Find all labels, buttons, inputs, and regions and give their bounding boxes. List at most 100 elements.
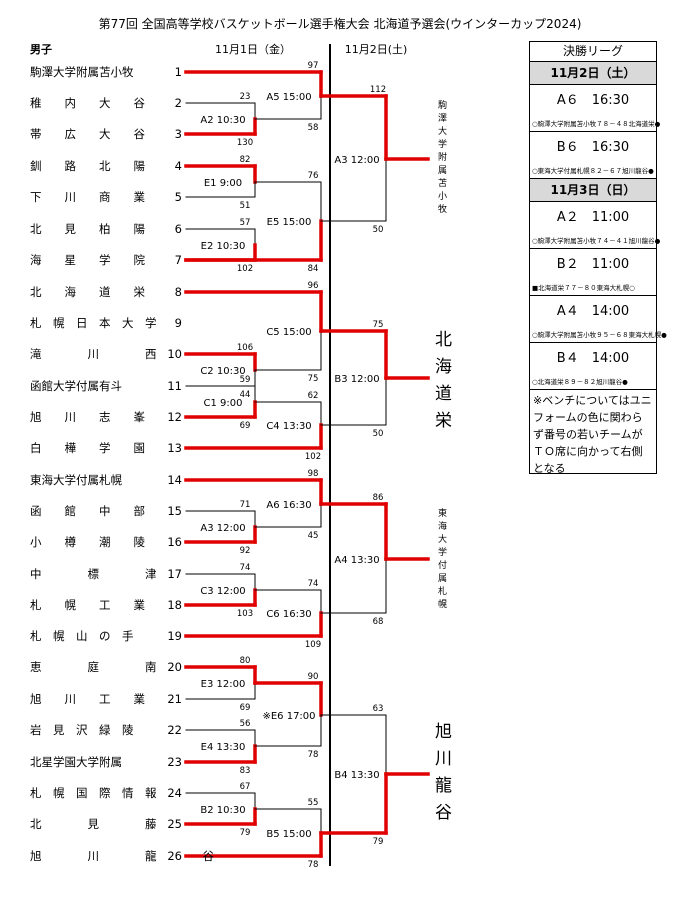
team-name: 白 樺 学 園 [30, 441, 145, 455]
team-name: 北 海 道 栄 [30, 285, 145, 299]
score-label: 44 [240, 390, 251, 400]
team-name: 小 樽 潮 陵 [30, 535, 145, 549]
team-name: 函 館 中 部 [30, 504, 145, 518]
game-label: A4 13:30 [334, 555, 379, 566]
score-label: 71 [240, 500, 251, 510]
final-game: B４ 14:00 ○北海道栄８９－８２旭川龍谷● [530, 343, 656, 390]
score-label: 84 [308, 264, 319, 274]
score-label: 92 [240, 546, 251, 556]
team-name: 札 幌 山 の 手 [30, 629, 134, 643]
block-winner-name: 駒澤大学附属苫小牧 [436, 99, 447, 217]
tournament-bracket: 第77回 全国高等学校バスケットボール選手権大会 北海道予選会(ウインターカップ… [30, 16, 581, 870]
team-seed: 3 [175, 127, 182, 141]
team-name: 滝 川 西 [30, 347, 157, 361]
team-seed: 12 [167, 410, 182, 424]
score-label: 74 [240, 563, 251, 573]
score-label: 56 [240, 719, 251, 729]
team-seed: 18 [167, 598, 182, 612]
score-label: 57 [240, 218, 251, 228]
team-seed: 13 [167, 441, 182, 455]
game-label: A3 12:00 [200, 523, 245, 534]
team-name: 釧 路 北 陽 [30, 159, 145, 173]
game-label: C2 10:30 [200, 366, 245, 377]
score-label: 82 [240, 155, 251, 165]
game-label: C4 13:30 [266, 421, 311, 432]
score-label: 97 [308, 61, 319, 71]
game-label: E5 15:00 [267, 217, 312, 228]
final-game-label: A４ 14:00 [556, 304, 630, 319]
score-label: 58 [308, 123, 319, 133]
team-name: 下 川 商 業 [30, 190, 145, 204]
team-name: 海 星 学 院 [30, 253, 145, 267]
final-game: A４ 14:00 ○駒澤大学附属苫小牧９５－６８東海大札幌● [530, 296, 667, 343]
score-label: 103 [237, 609, 253, 619]
team-name: 旭 川 工 業 [30, 692, 145, 706]
team-name: 旭 川 龍 谷 [30, 849, 214, 863]
game-label: ※E6 17:00 [262, 711, 315, 722]
team-seed: 19 [167, 629, 182, 643]
team-name: 恵 庭 南 [30, 660, 157, 674]
score-label: 76 [308, 171, 319, 181]
final-game: B６ 16:30 ○東海大学付属札幌８２－６７旭川龍谷● [530, 132, 656, 179]
final-game-result: ○東海大学付属札幌８２－６７旭川龍谷● [532, 167, 654, 175]
team-seed: 8 [175, 285, 182, 299]
score-label: 45 [308, 531, 319, 541]
score-label: 50 [373, 429, 384, 439]
final-game-label: B４ 14:00 [556, 351, 630, 366]
game-label: E2 10:30 [201, 241, 246, 252]
final-league-table: 決勝リーグ 11月2日（土） A６ 16:30 ○駒澤大学附属苫小牧７８－４８北… [529, 41, 667, 475]
game-label: C1 9:00 [204, 398, 243, 409]
score-label: 86 [373, 493, 384, 503]
team-seed: 1 [175, 65, 182, 79]
game-label: A5 15:00 [266, 92, 311, 103]
team-seed: 2 [175, 96, 182, 110]
game-label: C5 15:00 [266, 327, 311, 338]
team-name: 旭 川 志 峯 [30, 410, 145, 424]
game-label: B3 12:00 [334, 374, 379, 385]
final-game-label: A２ 11:00 [556, 210, 630, 225]
team-seed: 5 [175, 190, 182, 204]
game-label: E3 12:00 [201, 679, 246, 690]
game-label: B2 10:30 [200, 805, 245, 816]
score-label: 68 [373, 617, 384, 627]
score-label: 90 [308, 672, 319, 682]
team-seed: 9 [175, 316, 182, 330]
game-label: C6 16:30 [266, 609, 311, 620]
final-league-title: 決勝リーグ [530, 42, 656, 62]
block-winner-name: 旭川龍谷 [431, 722, 452, 830]
game-label: C3 12:00 [200, 586, 245, 597]
team-name: 東海大学付属札幌 [30, 473, 122, 487]
team-seed: 15 [167, 504, 182, 518]
team-seed: 26 [167, 849, 182, 863]
final-game: A２ 11:00 ○駒澤大学附属苫小牧７４－４１旭川龍谷● [530, 202, 660, 249]
score-label: 78 [308, 750, 319, 760]
final-game-label: B２ 11:00 [556, 257, 630, 272]
team-name: 北 見 藤 [30, 817, 157, 831]
score-label: 67 [240, 782, 251, 792]
score-label: 112 [370, 85, 386, 95]
game-label: A6 16:30 [266, 500, 311, 511]
game-label: A3 12:00 [334, 155, 379, 166]
team-name: 岩 見 沢 緑 陵 [30, 723, 134, 737]
bench-note: ※ベンチについてはユニフォームの色に関わらず番号の若いチームがＴＯ席に向かって右… [533, 394, 652, 475]
game-label: E1 9:00 [204, 178, 242, 189]
score-label: 23 [240, 92, 251, 102]
score-label: 69 [240, 421, 251, 431]
final-game-label: B６ 16:30 [556, 140, 630, 155]
team-seed: 10 [167, 347, 182, 361]
final-game-label: A６ 16:30 [556, 93, 630, 108]
final-game-result: ○北海道栄８９－８２旭川龍谷● [532, 378, 628, 386]
team-name: 札 幌 工 業 [30, 598, 145, 612]
final-day-1-header: 11月2日（土） [530, 62, 656, 85]
team-seed: 4 [175, 159, 182, 173]
division-label: 男子 [30, 43, 52, 56]
score-label: 102 [237, 264, 253, 274]
score-label: 75 [308, 374, 319, 384]
team-name: 札 幌 日 本 大 学 [30, 316, 157, 330]
team-seed: 22 [167, 723, 182, 737]
final-game: B２ 11:00 ■北海道栄７７－８０東海大札幌○ [530, 249, 656, 296]
score-label: 69 [240, 703, 251, 713]
day1-label: 11月1日（金） [215, 42, 291, 56]
team-seed: 25 [167, 817, 182, 831]
